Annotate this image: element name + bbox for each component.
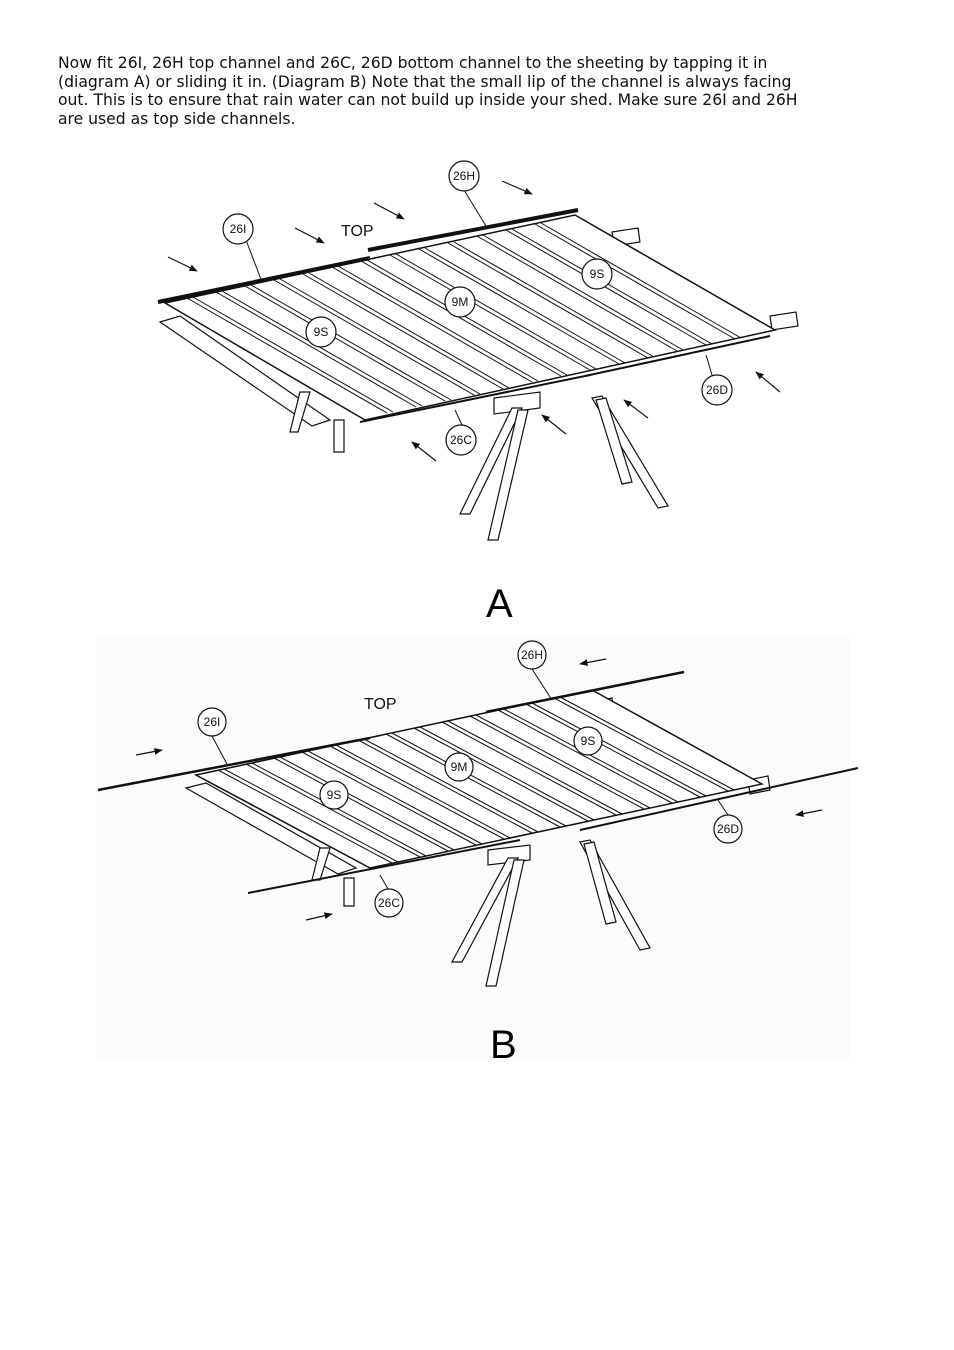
sawhorse-legs	[289, 391, 669, 541]
callout-26i: 26I	[197, 707, 227, 737]
callout-9m: 9M	[444, 752, 474, 782]
svg-text:26C: 26C	[450, 433, 472, 447]
svg-text:26H: 26H	[521, 648, 543, 662]
leader-lines	[211, 668, 729, 890]
scan-background	[96, 638, 850, 1058]
instruction-line: are used as top side channels.	[58, 109, 296, 128]
roof-sheet-panel	[162, 214, 778, 421]
instruction-text: Now fit 26I, 26H top channel and 26C, 26…	[58, 54, 898, 128]
svg-text:9S: 9S	[590, 267, 605, 281]
roof-ribs	[186, 222, 742, 414]
instruction-line: (diagram A) or sliding it in. (Diagram B…	[58, 72, 792, 91]
svg-text:26H: 26H	[453, 169, 475, 183]
support-beam-front	[158, 315, 332, 427]
svg-text:26I: 26I	[204, 715, 221, 729]
callout-9s-left: 9S	[305, 316, 337, 348]
callout-26c: 26C	[374, 888, 404, 918]
channel-26i	[97, 736, 371, 792]
diagram-letter: A	[486, 582, 513, 626]
diagram-b: 26H 26I 9S 9M 9S 26D 26C TOP B	[96, 638, 859, 1067]
channel-26d	[584, 335, 771, 377]
callout-9s-right: 9S	[573, 726, 603, 756]
top-label: TOP	[341, 223, 374, 240]
callout-26c: 26C	[445, 424, 477, 456]
channel-26d	[579, 767, 859, 831]
diagram-a: 26H 26I 9S 9M 9S 26D 26C TOP A	[157, 160, 799, 626]
callout-9m: 9M	[444, 286, 476, 318]
support-beam-right	[769, 311, 799, 331]
support-beam-front	[184, 782, 358, 875]
leader-lines	[245, 189, 714, 426]
svg-text:26D: 26D	[706, 383, 728, 397]
instruction-line: Now fit 26I, 26H top channel and 26C, 26…	[58, 54, 768, 72]
channel-26c	[359, 374, 591, 423]
svg-text:26I: 26I	[230, 222, 247, 236]
callout-9s-left: 9S	[319, 780, 349, 810]
svg-text:26D: 26D	[717, 822, 739, 836]
insert-arrows	[167, 180, 781, 462]
channel-26c	[247, 839, 521, 894]
bracket	[493, 391, 541, 415]
insert-arrows	[135, 658, 823, 921]
roof-ribs	[217, 696, 735, 864]
callout-26i: 26I	[222, 213, 254, 245]
callout-26d: 26D	[701, 374, 733, 406]
svg-text:9S: 9S	[327, 788, 342, 802]
svg-text:26C: 26C	[378, 896, 400, 910]
top-label: TOP	[364, 696, 397, 713]
channel-26h	[485, 670, 685, 714]
callout-26h: 26H	[448, 160, 480, 192]
sawhorse-legs	[311, 839, 651, 987]
svg-text:9S: 9S	[581, 734, 596, 748]
channel-26h	[367, 208, 579, 252]
callout-9s-right: 9S	[581, 258, 613, 290]
channel-26i	[157, 256, 371, 304]
diagram-letter: B	[490, 1023, 517, 1067]
svg-text:9S: 9S	[314, 325, 329, 339]
callout-26d: 26D	[713, 814, 743, 844]
instruction-line: out. This is to ensure that rain water c…	[58, 91, 798, 109]
callout-26h: 26H	[517, 640, 547, 670]
svg-text:9M: 9M	[451, 760, 468, 774]
svg-text:9M: 9M	[452, 295, 469, 309]
